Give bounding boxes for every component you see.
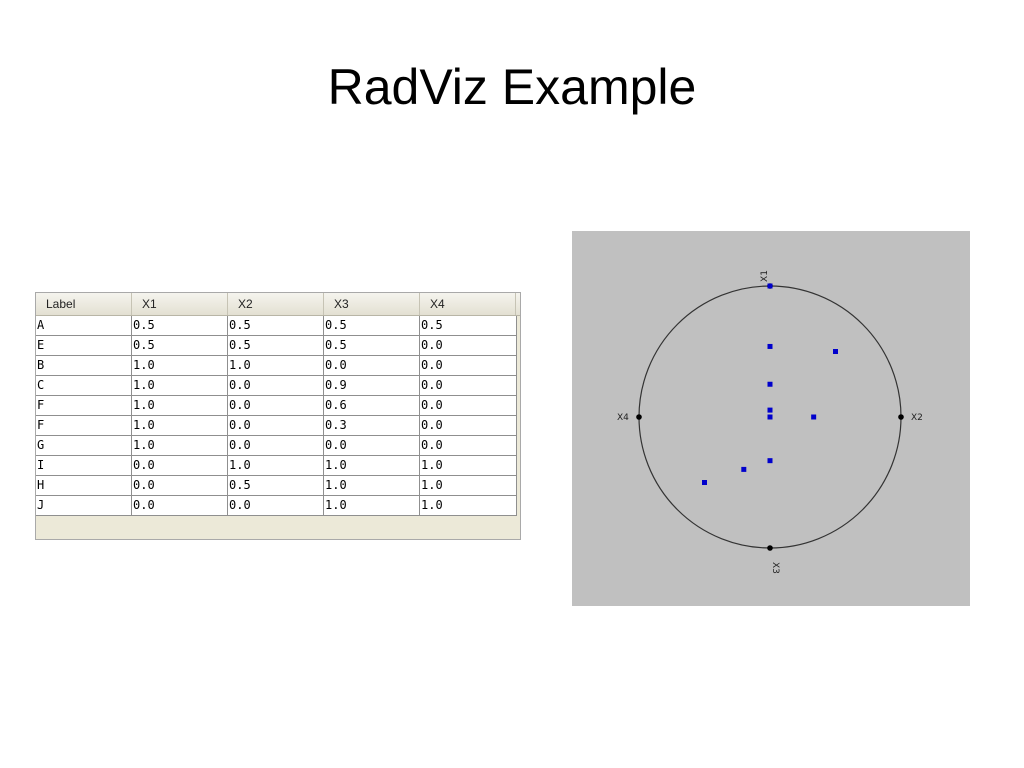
- column-header-x1[interactable]: X1: [132, 293, 228, 315]
- anchor-x4-dot: [636, 414, 642, 420]
- anchor-label: X2: [911, 413, 923, 423]
- value-cell[interactable]: 1.0: [132, 416, 228, 436]
- value-cell[interactable]: 0.0: [420, 376, 517, 396]
- value-cell[interactable]: 0.0: [132, 496, 228, 516]
- row-label-cell[interactable]: E: [36, 336, 132, 356]
- value-cell[interactable]: 0.0: [420, 356, 517, 376]
- value-cell[interactable]: 0.0: [324, 356, 420, 376]
- value-cell[interactable]: 0.3: [324, 416, 420, 436]
- slide-title: RadViz Example: [327, 59, 697, 115]
- column-header-x4[interactable]: X4: [420, 293, 516, 315]
- data-point-a[interactable]: [767, 414, 773, 420]
- value-cell[interactable]: 1.0: [228, 456, 324, 476]
- row-label-cell[interactable]: F: [36, 416, 132, 436]
- value-cell[interactable]: 1.0: [324, 496, 420, 516]
- column-header-label[interactable]: Label: [36, 293, 132, 315]
- value-cell[interactable]: 0.9: [324, 376, 420, 396]
- value-cell[interactable]: 1.0: [324, 476, 420, 496]
- anchor-label: X1: [760, 270, 770, 282]
- data-point-f[interactable]: [767, 343, 773, 349]
- data-point-c[interactable]: [767, 407, 773, 413]
- value-cell[interactable]: 1.0: [132, 436, 228, 456]
- data-point-f[interactable]: [767, 381, 773, 387]
- data-point-h[interactable]: [741, 466, 747, 472]
- anchor-label: X3: [770, 562, 780, 574]
- row-label-cell[interactable]: C: [36, 376, 132, 396]
- value-cell[interactable]: 1.0: [420, 456, 517, 476]
- value-cell[interactable]: 0.0: [420, 416, 517, 436]
- value-cell[interactable]: 0.5: [228, 476, 324, 496]
- value-cell[interactable]: 1.0: [132, 396, 228, 416]
- row-label-cell[interactable]: B: [36, 356, 132, 376]
- row-label-cell[interactable]: I: [36, 456, 132, 476]
- value-cell[interactable]: 0.0: [228, 396, 324, 416]
- value-cell[interactable]: 0.6: [324, 396, 420, 416]
- value-cell[interactable]: 0.0: [228, 496, 324, 516]
- value-cell[interactable]: 0.0: [420, 336, 517, 356]
- row-label-cell[interactable]: A: [36, 316, 132, 336]
- value-cell[interactable]: 0.0: [228, 376, 324, 396]
- value-cell[interactable]: 0.0: [324, 436, 420, 456]
- value-cell[interactable]: 1.0: [132, 356, 228, 376]
- value-cell[interactable]: 0.0: [228, 436, 324, 456]
- row-label-cell[interactable]: F: [36, 396, 132, 416]
- value-cell[interactable]: 1.0: [324, 456, 420, 476]
- value-cell[interactable]: 0.5: [132, 336, 228, 356]
- table-header: Label X1 X2 X3 X4: [36, 293, 520, 316]
- column-header-x2[interactable]: X2: [228, 293, 324, 315]
- row-label-cell[interactable]: J: [36, 496, 132, 516]
- anchor-x3-dot: [767, 545, 773, 551]
- anchor-x2-dot: [898, 414, 904, 420]
- data-point-g[interactable]: [767, 283, 773, 289]
- value-cell[interactable]: 0.5: [324, 316, 420, 336]
- value-cell[interactable]: 1.0: [420, 496, 517, 516]
- column-header-x3[interactable]: X3: [324, 293, 420, 315]
- value-cell[interactable]: 0.5: [420, 316, 517, 336]
- value-cell[interactable]: 0.0: [228, 416, 324, 436]
- anchor-label: X4: [617, 413, 629, 423]
- value-cell[interactable]: 0.5: [228, 336, 324, 356]
- value-cell[interactable]: 0.5: [324, 336, 420, 356]
- value-cell[interactable]: 1.0: [420, 476, 517, 496]
- value-cell[interactable]: 1.0: [132, 376, 228, 396]
- row-label-cell[interactable]: H: [36, 476, 132, 496]
- data-point-b[interactable]: [833, 349, 838, 354]
- value-cell[interactable]: 1.0: [228, 356, 324, 376]
- value-cell[interactable]: 0.0: [132, 456, 228, 476]
- value-cell[interactable]: 0.0: [132, 476, 228, 496]
- row-label-cell[interactable]: G: [36, 436, 132, 456]
- data-point-e[interactable]: [811, 414, 817, 420]
- data-point-j[interactable]: [702, 480, 707, 485]
- value-cell[interactable]: 0.0: [420, 396, 517, 416]
- value-cell[interactable]: 0.5: [132, 316, 228, 336]
- point-layer: [702, 283, 838, 485]
- value-cell[interactable]: 0.5: [228, 316, 324, 336]
- data-point-i[interactable]: [767, 458, 773, 464]
- value-cell[interactable]: 0.0: [420, 436, 517, 456]
